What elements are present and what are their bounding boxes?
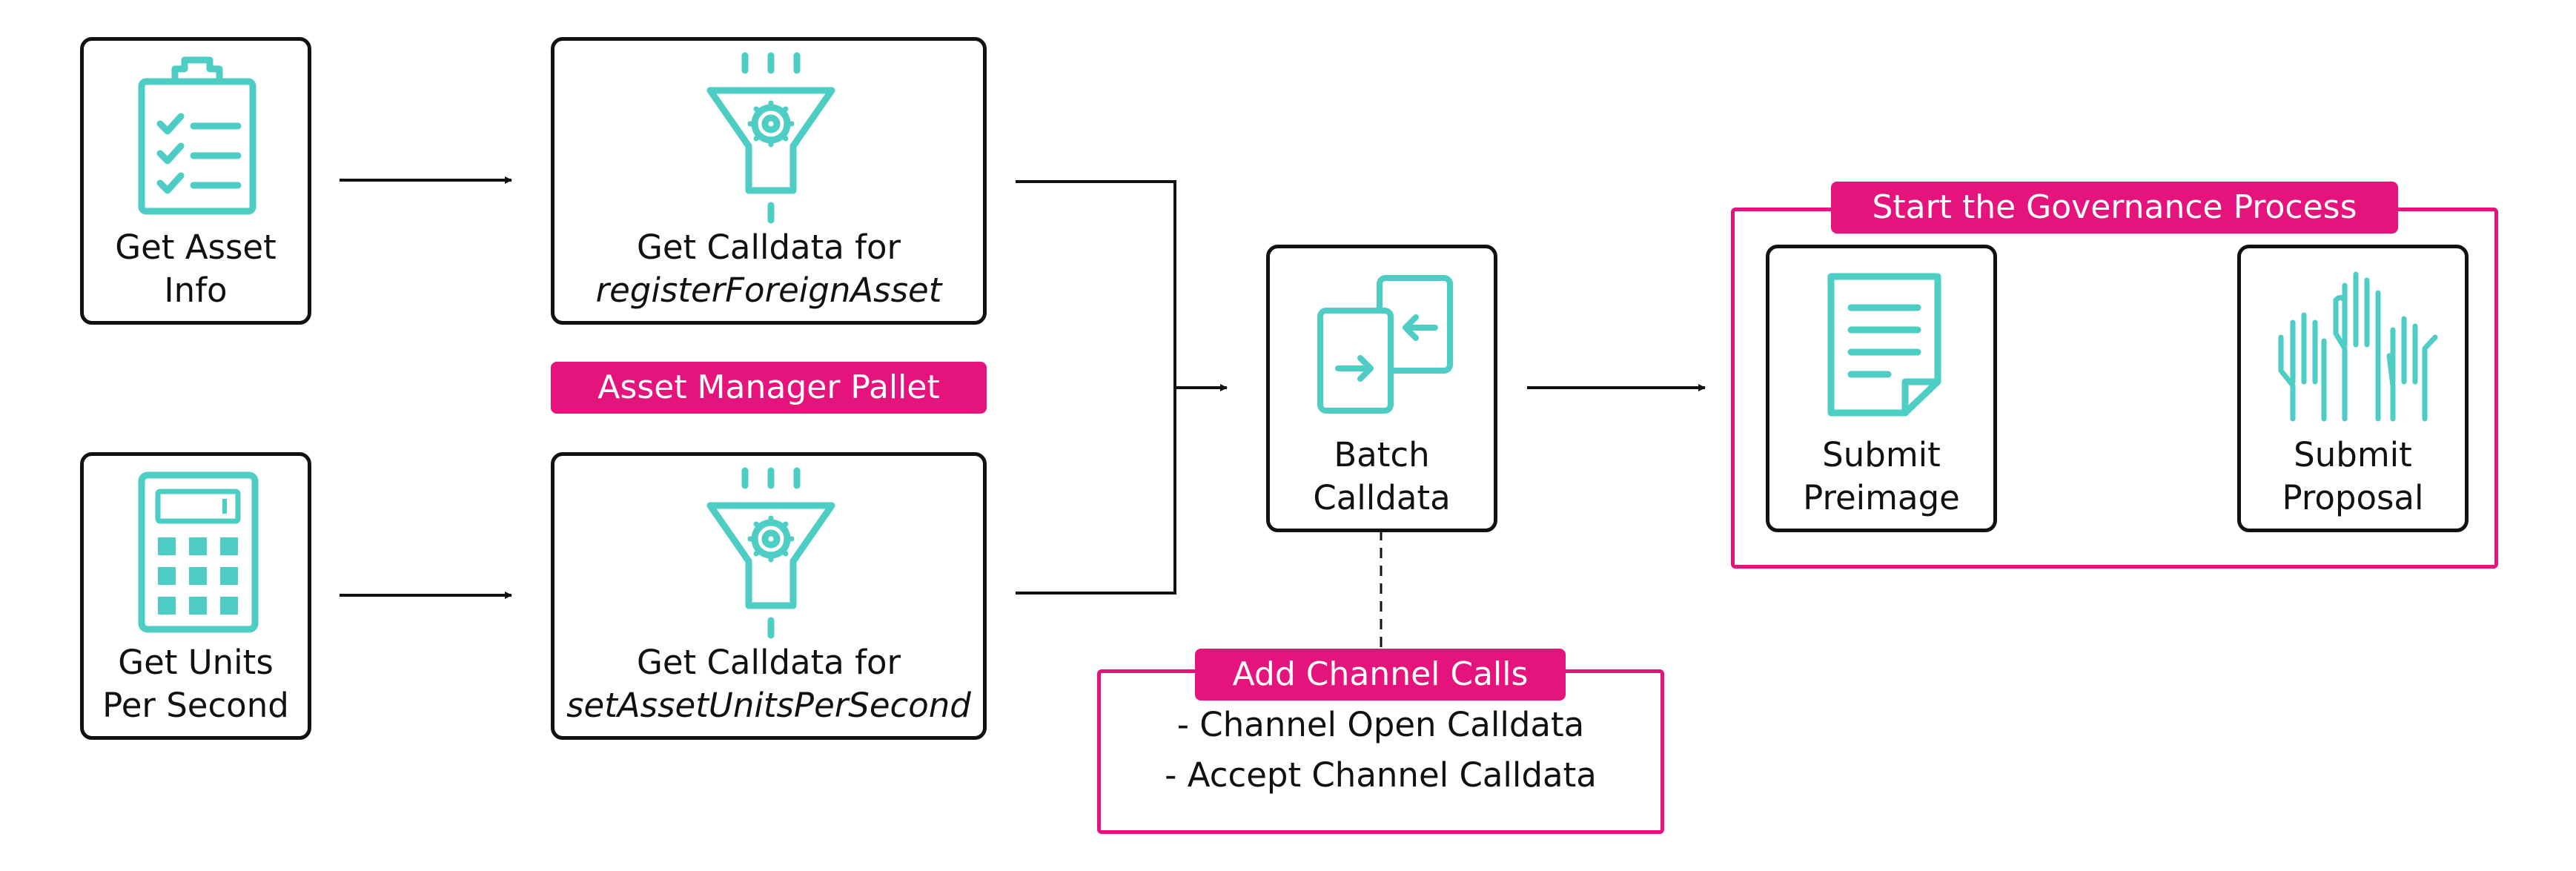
channel-calls-pill: Add Channel Calls — [1195, 649, 1566, 701]
governance-pill: Start the Governance Process — [1831, 182, 2398, 234]
clipboard-checklist-icon — [138, 56, 256, 215]
calculator-icon — [138, 471, 259, 633]
bracket-merge-line — [1016, 180, 1176, 595]
funnel-gear-icon — [706, 467, 835, 639]
asset-manager-pill: Asset Manager Pallet — [551, 362, 987, 414]
raised-hands-icon — [2278, 271, 2438, 422]
funnel-gear-icon — [706, 52, 835, 224]
document-icon — [1827, 273, 1941, 417]
batch-arrows-icon — [1317, 275, 1453, 414]
channel-call-item: - Channel Open Calldata — [1176, 705, 1585, 744]
channel-call-item: - Accept Channel Calldata — [1165, 755, 1597, 795]
